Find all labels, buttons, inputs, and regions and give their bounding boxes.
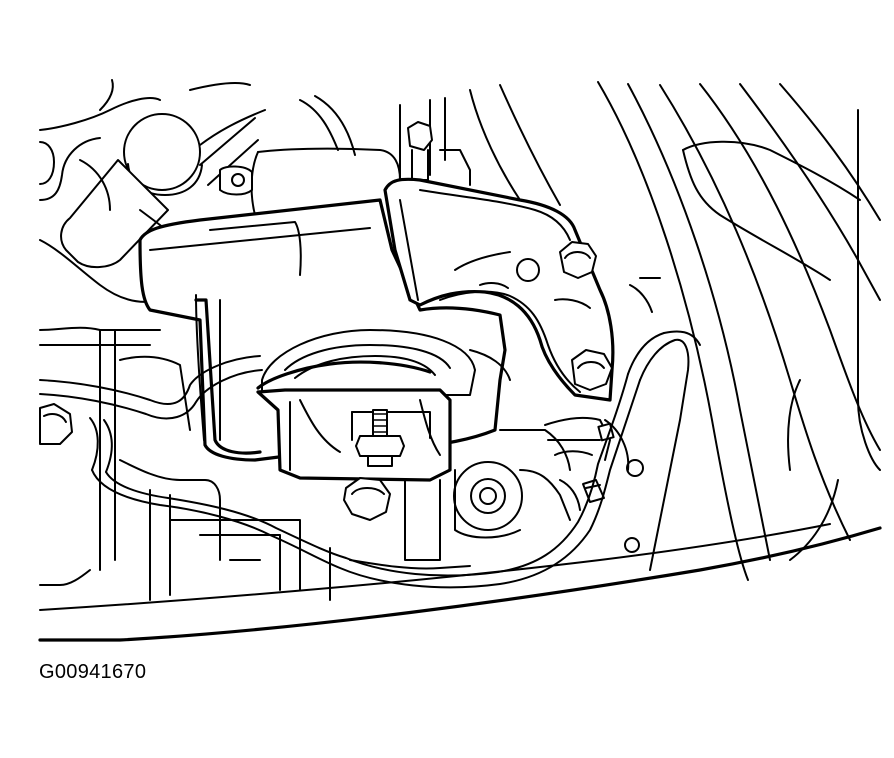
upper-left-hose (39, 79, 356, 303)
mount-stud-nut (355, 409, 405, 467)
engine-block (219, 84, 561, 216)
lower-left-bolt (343, 477, 391, 521)
wiring-harness (39, 277, 701, 589)
figure-code: G00941670 (39, 661, 147, 683)
left-side-bolt (39, 403, 73, 445)
subframe-lines (38, 326, 882, 642)
front-bracket (256, 388, 452, 482)
round-boss (453, 461, 523, 531)
engine-mount-line-drawing (38, 79, 882, 642)
vehicle-body-lines (597, 81, 881, 581)
upper-bracket (383, 177, 615, 402)
right-bracket-wiring (544, 416, 644, 553)
lower-fasteners (343, 429, 601, 561)
bracket-bolt-upper (559, 241, 597, 279)
bracket-bolt-lower (571, 349, 613, 391)
